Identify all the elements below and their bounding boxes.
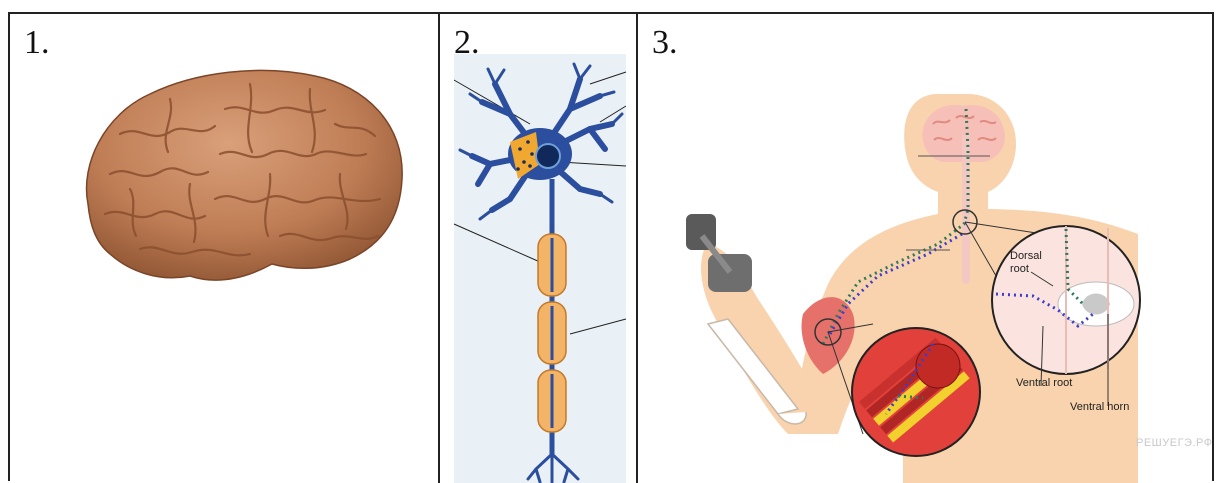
- label-dorsal: Dorsal: [1010, 250, 1042, 262]
- label-ventral-root: Ventral root: [1016, 377, 1072, 389]
- image-table: 1.: [8, 12, 1214, 481]
- brain-illustration: [10, 14, 438, 483]
- panel-brain: 1.: [10, 14, 438, 483]
- reflex-arc-illustration: Dorsal root Ventral root Ventral horn РЕ…: [638, 14, 1214, 483]
- label-ventral-horn: Ventral horn: [1070, 401, 1129, 413]
- neuron-illustration: [440, 14, 636, 483]
- panel-reflex-arc: 3.: [638, 14, 1214, 483]
- watermark: РЕШУЕГЭ.РФ: [1136, 437, 1213, 449]
- label-root: root: [1010, 263, 1029, 275]
- panel-neuron: 2.: [440, 14, 636, 483]
